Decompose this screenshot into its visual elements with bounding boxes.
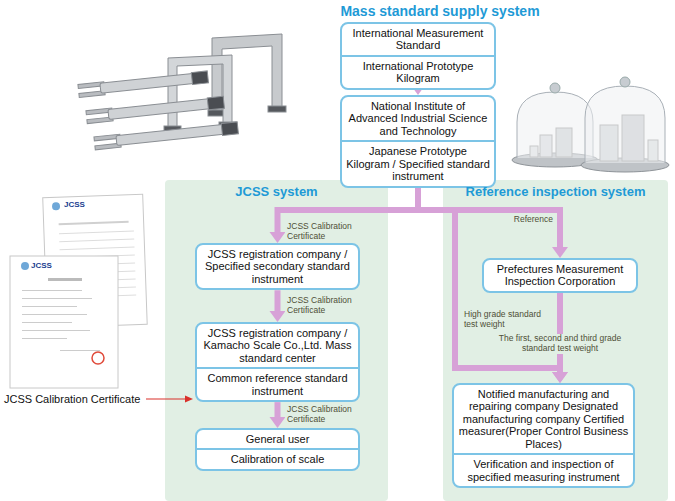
certificate-illustration <box>22 306 77 307</box>
edge-label: JCSS Calibration Certificate <box>285 405 385 425</box>
weight-handling-tool <box>108 98 216 119</box>
certificate-illustration <box>22 298 92 299</box>
weight-handling-tool <box>86 96 225 123</box>
edge-label: Reference <box>512 215 555 225</box>
box-text: Japanese Prototype Kilogram / Specified … <box>342 140 494 185</box>
certificate-illustration <box>48 278 82 281</box>
certificate-illustration <box>10 194 147 388</box>
callout-leader <box>146 398 186 399</box>
box-text: Common reference standard instrument <box>197 367 358 400</box>
process-box: JCSS registration company / Kamacho Scal… <box>195 322 360 402</box>
weight-handling-tool <box>78 71 209 98</box>
weight-handling-tool <box>94 122 239 150</box>
callout-leader <box>185 396 193 403</box>
panel-fill <box>443 180 668 501</box>
arrow-head <box>552 247 568 258</box>
process-box: National Institute of Advanced Industria… <box>340 95 496 188</box>
flow-line <box>275 290 281 312</box>
panel-heading: JCSS system <box>165 180 388 200</box>
box-text: International Prototype Kilogram <box>342 55 494 88</box>
process-box: JCSS registration company / Specified se… <box>195 243 360 290</box>
logo-text: JCSS <box>64 200 85 209</box>
flow-arrow <box>270 402 286 428</box>
edge-label: High grade standard test weight <box>462 310 552 330</box>
certificate-illustration <box>92 352 104 364</box>
bell-jar-weights <box>512 77 669 172</box>
logo-text: JCSS <box>31 261 52 270</box>
weight-handling-tool <box>100 73 200 93</box>
weight-handling-tool <box>191 71 208 85</box>
arrow-head <box>552 372 568 383</box>
certificate-illustration <box>59 221 129 225</box>
bell-jar-weights <box>517 92 593 158</box>
certificate-illustration <box>22 290 82 291</box>
box-text: National Institute of Advanced Industria… <box>342 97 494 140</box>
panel-heading: Reference inspection system <box>443 180 668 200</box>
weight-handling-tool <box>221 122 238 136</box>
bell-jar-weights <box>550 83 560 93</box>
callout-label: JCSS Calibration Certificate <box>4 393 140 406</box>
weight-handling-tool <box>116 124 230 146</box>
certificate-illustration <box>10 256 118 388</box>
certificate-illustration <box>60 350 100 351</box>
box-text: General user <box>197 430 358 448</box>
process-box: General userCalibration of scale <box>195 428 360 471</box>
process-box: Prefectures Measurement Inspection Corpo… <box>482 258 638 293</box>
flow-line <box>557 293 563 373</box>
flow-line <box>275 402 281 418</box>
bell-jar-weights <box>620 77 630 87</box>
certificate-illustration <box>22 330 90 331</box>
process-box: International Measurement StandardIntern… <box>340 22 496 90</box>
bell-jar-weights <box>585 86 665 163</box>
edge-label: The first, second and third grade standa… <box>480 334 640 354</box>
certificate-illustration <box>59 231 134 235</box>
arrow-head <box>270 417 286 428</box>
weight-handling-tool <box>207 96 224 110</box>
certificate-illustration <box>22 314 87 315</box>
weight-handling-tool <box>78 34 286 150</box>
arrow-head <box>270 232 286 243</box>
box-text: International Measurement Standard <box>342 24 494 55</box>
certificate-illustration <box>22 338 67 339</box>
weight-handling-tool <box>168 55 232 128</box>
certificate-illustration <box>60 247 135 251</box>
certificate-illustration <box>22 322 72 323</box>
edge-label: JCSS Calibration Certificate <box>285 222 385 242</box>
callout-leader <box>146 396 193 403</box>
box-text: Verification and inspection of specified… <box>454 453 633 486</box>
certificate-illustration <box>59 239 134 243</box>
box-text: JCSS registration company / Specified se… <box>197 245 358 288</box>
arrow-head <box>270 311 286 322</box>
edge-label: JCSS Calibration Certificate <box>285 296 385 316</box>
box-text: JCSS registration company / Kamacho Scal… <box>197 324 358 367</box>
box-text: Notified manufacturing and repairing com… <box>454 385 633 453</box>
certificate-illustration <box>21 262 29 270</box>
flow-arrow <box>270 290 286 322</box>
diagram-title: Mass standard supply system <box>330 3 550 19</box>
box-text: Calibration of scale <box>197 448 358 468</box>
weight-handling-tool <box>268 106 286 112</box>
certificate-illustration <box>52 202 60 210</box>
arrow-head <box>552 372 568 383</box>
process-box: Notified manufacturing and repairing com… <box>452 383 635 488</box>
box-text: Prefectures Measurement Inspection Corpo… <box>484 260 636 291</box>
